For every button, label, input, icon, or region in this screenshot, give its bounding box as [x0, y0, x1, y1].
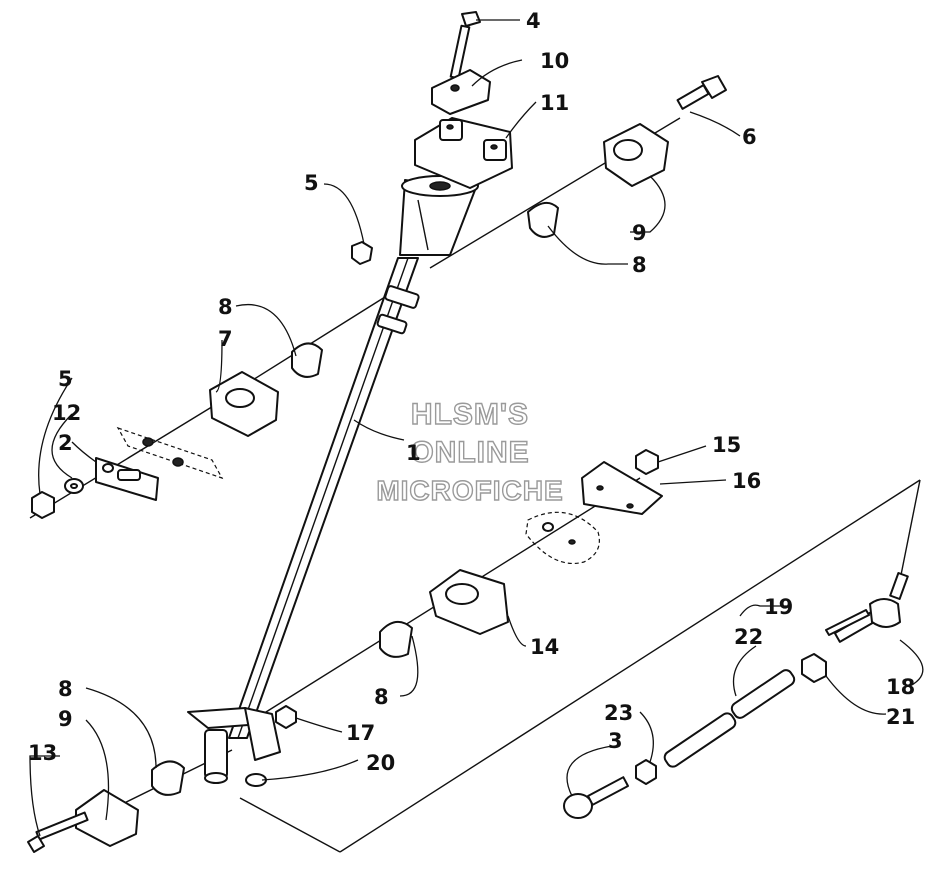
callout-13: 13 — [28, 741, 57, 765]
callout-4: 4 — [526, 9, 541, 33]
jam-nut-21 — [801, 653, 827, 683]
bushing-8-left — [291, 342, 323, 378]
callout-14: 14 — [530, 635, 559, 659]
callout-7: 7 — [218, 327, 233, 351]
frame-section-right — [525, 511, 600, 564]
cotter-pin-19 — [825, 609, 870, 636]
bushing-8-upper — [527, 201, 559, 238]
callout-15: 15 — [712, 433, 741, 457]
callout-9-upper: 9 — [632, 221, 647, 245]
tie-rod-22 — [663, 669, 796, 768]
bracket-11 — [414, 117, 513, 189]
callout-22: 22 — [734, 625, 763, 649]
callout-5-left: 5 — [58, 367, 73, 391]
block-14 — [429, 569, 509, 635]
watermark-line-2: ONLINE — [410, 436, 529, 469]
callout-21: 21 — [886, 705, 915, 729]
callout-17: 17 — [346, 721, 375, 745]
callout-10: 10 — [540, 49, 569, 73]
callout-11: 11 — [540, 91, 569, 115]
callout-8-left: 8 — [218, 295, 233, 319]
callout-8-lower-left: 8 — [58, 677, 73, 701]
callout-20: 20 — [366, 751, 395, 775]
bushing-8-lower — [151, 760, 185, 796]
bolt-6 — [676, 75, 727, 110]
leader-lines — [29, 19, 924, 837]
callout-5-upper: 5 — [304, 171, 319, 195]
washer-12 — [64, 478, 84, 494]
nut-17 — [275, 705, 297, 729]
callout-8-upper: 8 — [632, 253, 647, 277]
nut-5-upper — [351, 241, 373, 265]
cap-10 — [431, 69, 491, 115]
callout-3: 3 — [608, 729, 623, 753]
callout-16: 16 — [732, 469, 761, 493]
jam-nut-23 — [635, 759, 657, 785]
callout-2: 2 — [58, 431, 73, 455]
block-7 — [209, 371, 279, 437]
frame-section — [116, 426, 224, 480]
plate-2 — [95, 457, 159, 501]
callout-8-mid: 8 — [374, 685, 389, 709]
tie-rod-end-18 — [833, 572, 909, 643]
nut-5-left — [31, 491, 55, 519]
tie-rod-end-3 — [563, 776, 630, 819]
steering-post — [187, 175, 479, 784]
nut-15 — [635, 449, 659, 475]
callout-labels: 4 10 11 6 5 9 8 8 7 5 12 2 1 15 16 19 22… — [28, 9, 915, 775]
callout-9-lower: 9 — [58, 707, 73, 731]
block-9-lower — [75, 789, 139, 847]
bushing-8-mid — [379, 621, 413, 658]
watermark-line-3: MICROFICHE — [376, 475, 563, 506]
callout-19: 19 — [764, 595, 793, 619]
callout-12: 12 — [52, 401, 81, 425]
block-9-upper — [603, 123, 669, 187]
callout-6: 6 — [742, 125, 757, 149]
bolt-4 — [449, 11, 481, 80]
plate-16 — [581, 461, 663, 515]
callout-23: 23 — [604, 701, 633, 725]
callout-1: 1 — [406, 441, 421, 465]
watermark: HLSM'S ONLINE MICROFICHE — [376, 397, 564, 506]
watermark-line-1: HLSM'S — [411, 398, 529, 431]
bolt-13 — [27, 811, 89, 853]
callout-18: 18 — [886, 675, 915, 699]
